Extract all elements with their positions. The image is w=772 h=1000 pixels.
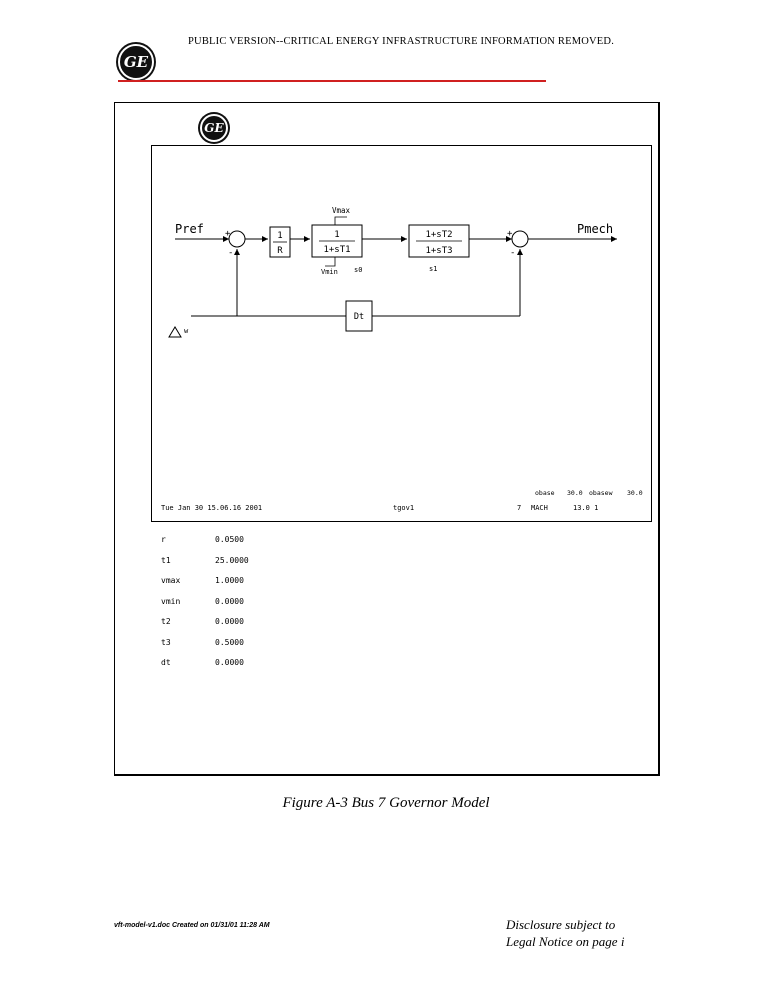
param-value: 1.0000 bbox=[215, 576, 244, 585]
document-footer: vft-model-v1.doc Created on 01/31/01 11:… bbox=[114, 922, 270, 929]
diagram-frame bbox=[151, 145, 652, 522]
gain-block-den: R bbox=[277, 246, 283, 256]
param-name: t1 bbox=[161, 555, 171, 565]
vmax-label: Vmax bbox=[332, 206, 351, 215]
sum2-minus: - bbox=[510, 248, 515, 258]
header-banner: PUBLIC VERSION--CRITICAL ENERGY INFRASTR… bbox=[188, 36, 615, 47]
lead-lag-num: 1+sT2 bbox=[425, 230, 452, 240]
param-value: 0.0000 bbox=[215, 658, 244, 667]
obasew-label: obasew bbox=[589, 489, 613, 497]
obase-value: 30.0 bbox=[567, 489, 583, 497]
figure-caption: Figure A-3 Bus 7 Governor Model bbox=[282, 795, 490, 811]
plot-mach-num: 7 bbox=[517, 504, 521, 512]
lead-lag-den: 1+sT3 bbox=[425, 246, 452, 256]
sum1-plus: + bbox=[225, 229, 231, 239]
ge-logo-small-icon: GE bbox=[200, 114, 228, 142]
param-value: 25.0000 bbox=[215, 555, 249, 565]
gain-block-num: 1 bbox=[277, 231, 282, 241]
param-name: dt bbox=[161, 658, 171, 667]
damping-label: Dt bbox=[354, 312, 364, 322]
governor-block-diagram: Pref + - 1 R 1 1+sT1 Vmax Vmin s0 1+sT2 … bbox=[161, 206, 643, 512]
vmax-limit-line bbox=[334, 216, 347, 225]
param-name: t2 bbox=[161, 617, 171, 626]
legal-line-2: Legal Notice on page i bbox=[506, 934, 625, 949]
speed-label: w bbox=[184, 327, 189, 335]
summing-junction-1 bbox=[228, 230, 246, 248]
param-name: t3 bbox=[161, 637, 171, 647]
lag-block-den: 1+sT1 bbox=[323, 245, 350, 255]
plot-model: tgov1 bbox=[393, 504, 414, 512]
param-value: 0.0000 bbox=[215, 596, 244, 606]
delta-icon bbox=[168, 326, 182, 338]
vmin-label: Vmin bbox=[321, 268, 338, 276]
vmin-limit-line bbox=[325, 257, 336, 267]
ge-logo-icon: GE bbox=[118, 44, 154, 80]
lag-block-num: 1 bbox=[334, 230, 339, 240]
sum2-plus: + bbox=[507, 229, 513, 239]
param-name: vmax bbox=[161, 576, 181, 585]
param-name: r bbox=[161, 535, 166, 544]
state-s1: s1 bbox=[429, 265, 437, 273]
obasew-value: 30.0 bbox=[627, 489, 643, 497]
ge-logo-small-text: GE bbox=[204, 121, 224, 135]
header-rule bbox=[118, 80, 546, 82]
legal-line-1: Disclosure subject to bbox=[506, 917, 616, 932]
param-value: 0.0500 bbox=[215, 535, 244, 544]
obase-label: obase bbox=[535, 489, 555, 497]
param-value: 0.5000 bbox=[215, 637, 244, 647]
figure-frame bbox=[114, 102, 660, 776]
input-label: Pref bbox=[175, 222, 204, 236]
param-value: 0.0000 bbox=[215, 617, 244, 626]
summing-junction-2 bbox=[511, 230, 529, 248]
plot-date: Tue Jan 30 15.06.16 2001 bbox=[161, 504, 262, 512]
output-label: Pmech bbox=[577, 222, 613, 236]
sum1-minus: - bbox=[228, 248, 233, 258]
ge-logo-text: GE bbox=[123, 53, 149, 71]
plot-mach-label: MACH bbox=[531, 504, 548, 512]
param-name: vmin bbox=[161, 596, 181, 606]
legal-notice: Disclosure subject to Legal Notice on pa… bbox=[506, 916, 624, 950]
plot-mach-id: 13.0 1 bbox=[573, 504, 598, 512]
state-s0: s0 bbox=[354, 266, 362, 274]
